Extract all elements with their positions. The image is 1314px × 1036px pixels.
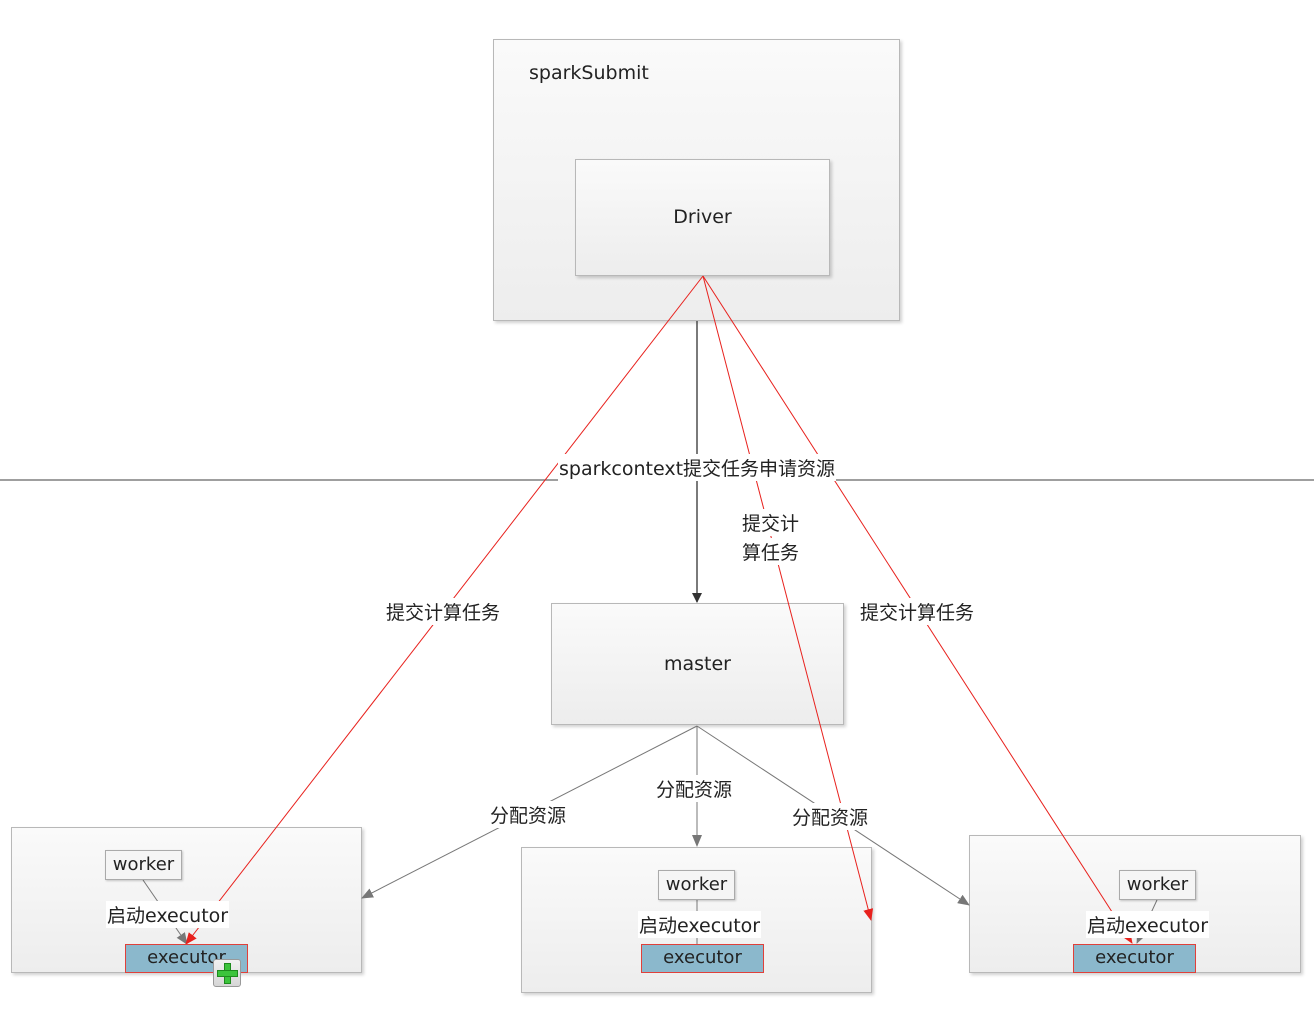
worker-label-right: worker [1119, 870, 1196, 900]
submit-compute-mid-label-2: 算任务 [741, 538, 801, 565]
start-executor-label-left: 启动executor [106, 901, 230, 928]
master-label: master [663, 653, 731, 675]
allocate-right-label: 分配资源 [791, 803, 870, 830]
worker-label-middle: worker [658, 870, 735, 900]
driver-box: Driver [575, 159, 830, 276]
start-executor-label-middle: 启动executor [638, 911, 762, 938]
driver-label: Driver [673, 206, 732, 228]
submit-request-label: sparkcontext提交任务申请资源 [558, 454, 837, 481]
start-executor-label-right: 启动executor [1086, 911, 1210, 938]
submit-compute-mid-label-1: 提交计 [741, 509, 801, 536]
spark-submit-label: sparkSubmit [529, 62, 649, 84]
master-box: master [551, 603, 844, 725]
allocate-mid-label: 分配资源 [655, 775, 734, 802]
worker-label-left: worker [105, 850, 182, 880]
executor-middle: executor [641, 944, 764, 973]
submit-compute-right-label: 提交计算任务 [859, 598, 976, 625]
allocate-left-label: 分配资源 [489, 801, 568, 828]
plus-icon[interactable] [213, 959, 241, 987]
executor-right: executor [1073, 944, 1196, 973]
submit-compute-left-label: 提交计算任务 [385, 598, 502, 625]
